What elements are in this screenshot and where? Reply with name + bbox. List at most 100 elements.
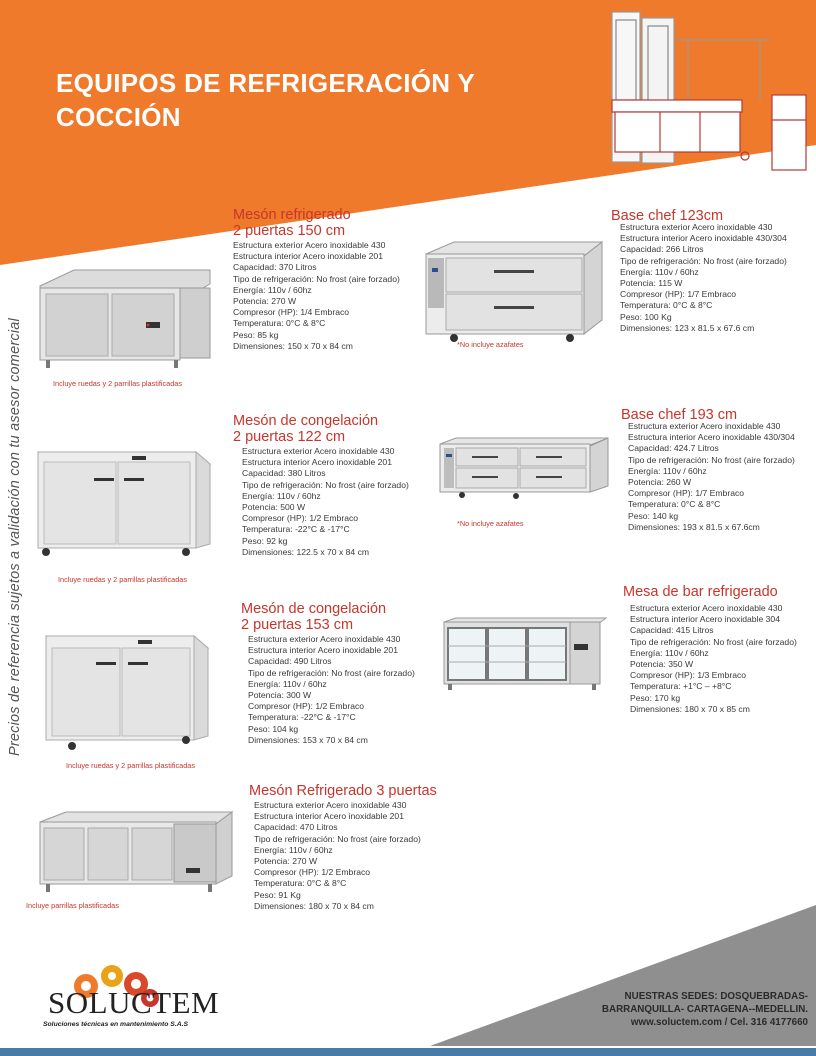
note-meson-congelacion-153: Incluye ruedas y 2 parrillas plastificad… (66, 761, 195, 770)
spec-line: Compresor (HP): 1/4 Embraco (233, 307, 350, 318)
product-mesa-bar-refrigerado: Mesa de bar refrigerado Estructura exter… (623, 584, 797, 715)
spec-line: Estructura exterior Acero inoxidable 430 (630, 603, 783, 613)
product-subtitle: 2 puertas 150 cm (233, 223, 346, 239)
spec-line: Peso: 91 Kg (254, 889, 301, 900)
spec-line: Temperatura: 0°C & 8°C (628, 499, 721, 510)
spec-line: Tipo de refrigeración: No frost (aire fo… (628, 454, 795, 465)
spec-line: Capacidad: 380 Litros (242, 468, 326, 479)
spec-line: Temperatura: -22°C & -17°C (242, 524, 350, 535)
spec-line: Estructura interior Acero inoxidable 304 (630, 614, 780, 625)
spec-line: Dimensiones: 193 x 81.5 x 67.6cm (628, 521, 760, 532)
spec-line: Energía: 110v / 60hz (248, 678, 327, 689)
gears-logo-icon (74, 965, 159, 1007)
product-title: Base chef 193 cm (621, 407, 738, 423)
product-specs: Estructura exterior Acero inoxidable 430… (628, 421, 795, 533)
spec-line: Compresor (HP): 1/7 Embraco (628, 488, 745, 499)
spec-line: Energía: 110v / 60hz (620, 266, 699, 277)
meson-congelacion-153-image (44, 634, 210, 750)
spec-line: Potencia: 300 W (248, 690, 312, 701)
product-specs: Estructura exterior Acero inoxidable 430… (233, 240, 400, 352)
spec-line: Potencia: 350 W (630, 659, 694, 670)
spec-line: Potencia: 260 W (628, 477, 692, 488)
spec-line: Energía: 110v / 60hz (628, 465, 707, 476)
product-title: Mesón de congelación (241, 601, 387, 617)
spec-line: Capacidad: 266 Litros (620, 244, 704, 255)
spec-line: Capacidad: 424.7 Litros (628, 443, 719, 454)
spec-line: Capacidad: 370 Litros (233, 262, 317, 273)
company-logo-name: SOLUCTEM (48, 985, 220, 1020)
meson-refrigerado-3-puertas-image (39, 811, 234, 892)
title-line-1: EQUIPOS DE REFRIGERACIÓN Y (56, 68, 476, 98)
spec-line: Dimensiones: 180 x 70 x 85 cm (630, 703, 750, 714)
spec-line: Energía: 110v / 60hz (242, 490, 321, 501)
spec-line: Capacidad: 415 Litros (630, 625, 714, 636)
spec-line: Tipo de refrigeración: No frost (aire fo… (620, 255, 787, 266)
spec-line: Peso: 100 Kg (620, 311, 672, 322)
spec-line: Estructura interior Acero inoxidable 430… (620, 233, 787, 244)
product-subtitle: 2 puertas 153 cm (241, 617, 354, 633)
spec-line: Dimensiones: 153 x 70 x 84 cm (248, 734, 368, 745)
note-base-chef-123: *No incluye azafates (457, 340, 524, 349)
product-meson-congelacion-153: Mesón de congelación 2 puertas 153 cm Es… (241, 601, 415, 746)
spec-line: Estructura interior Acero inoxidable 201 (242, 457, 392, 468)
spec-line: Compresor (HP): 1/3 Embraco (630, 670, 747, 681)
product-specs: Estructura exterior Acero inoxidable 430… (254, 800, 437, 912)
spec-line: Energía: 110v / 60hz (630, 647, 709, 658)
note-meson-refrigerado-150: Incluye ruedas y 2 parrillas plastificad… (53, 379, 182, 388)
spec-line: Energía: 110v / 60hz (233, 284, 312, 295)
spec-line: Dimensiones: 180 x 70 x 84 cm (254, 900, 374, 911)
spec-line: Capacidad: 470 Litros (254, 822, 338, 833)
product-base-chef-193: Base chef 193 cm Estructura exterior Ace… (621, 407, 795, 533)
contact-line-3: www.soluctem.com / Cel. 316 4177660 (630, 1017, 808, 1028)
product-title: Mesón refrigerado (233, 207, 351, 223)
base-chef-193-image (439, 437, 609, 499)
spec-line: Compresor (HP): 1/7 Embraco (620, 289, 737, 300)
spec-line: Tipo de refrigeración: No frost (aire fo… (233, 273, 400, 284)
product-specs: Estructura exterior Acero inoxidable 430… (630, 603, 797, 715)
spec-line: Potencia: 500 W (242, 502, 306, 513)
spec-line: Dimensiones: 150 x 70 x 84 cm (233, 340, 353, 351)
title-line-2: COCCIÓN (56, 102, 181, 132)
product-subtitle: 2 puertas 122 cm (233, 429, 346, 445)
spec-line: Compresor (HP): 1/2 Embraco (242, 513, 359, 524)
spec-line: Tipo de refrigeración: No frost (aire fo… (248, 667, 415, 678)
contact-line-1: NUESTRAS SEDES: DOSQUEBRADAS- (624, 991, 808, 1002)
product-meson-congelacion-122: Mesón de congelación 2 puertas 122 cm Es… (233, 413, 409, 558)
spec-line: Estructura interior Acero inoxidable 201 (254, 811, 404, 822)
note-meson-refrigerado-3p: Incluye parrillas plastificadas (26, 901, 119, 910)
note-meson-congelacion-122: Incluye ruedas y 2 parrillas plastificad… (58, 575, 187, 584)
spec-line: Potencia: 115 W (620, 278, 683, 289)
mesa-bar-refrigerado-image (443, 617, 608, 690)
bottom-accent-bar (0, 1048, 816, 1056)
spec-line: Energía: 110v / 60hz (254, 844, 333, 855)
page-title: EQUIPOS DE REFRIGERACIÓN Y COCCIÓN (56, 66, 475, 134)
spec-line: Estructura interior Acero inoxidable 201 (248, 645, 398, 656)
spec-line: Potencia: 270 W (233, 296, 297, 307)
spec-line: Temperatura: 0°C & 8°C (620, 300, 713, 311)
product-title: Base chef 123cm (611, 208, 724, 224)
spec-line: Temperatura: -22°C & -17°C (248, 712, 356, 723)
product-meson-refrigerado-150: Mesón refrigerado 2 puertas 150 cm Estru… (233, 207, 400, 352)
kitchen-illustration (611, 11, 807, 171)
spec-line: Temperatura: 0°C & 8°C (254, 878, 347, 889)
product-specs: Estructura exterior Acero inoxidable 430… (242, 446, 409, 558)
spec-line: Temperatura: +1°C – +8°C (630, 681, 732, 692)
company-logo-tagline: Soluciones técnicas en mantenimiento S.A… (43, 1021, 189, 1028)
spec-line: Dimensiones: 122.5 x 70 x 84 cm (242, 546, 370, 557)
spec-line: Capacidad: 490 Litros (248, 656, 332, 667)
spec-line: Temperatura: 0°C & 8°C (233, 318, 326, 329)
side-disclaimer: Precios de referencia sujetos a validaci… (7, 318, 23, 756)
contact-info: NUESTRAS SEDES: DOSQUEBRADAS- BARRANQUIL… (602, 990, 808, 1029)
product-specs: Estructura exterior Acero inoxidable 430… (248, 634, 415, 746)
spec-line: Estructura exterior Acero inoxidable 430 (242, 446, 395, 456)
spec-line: Tipo de refrigeración: No frost (aire fo… (242, 479, 409, 490)
product-meson-refrigerado-3-puertas: Mesón Refrigerado 3 puertas Estructura e… (249, 783, 437, 912)
spec-line: Estructura exterior Acero inoxidable 430 (233, 240, 386, 250)
contact-line-2: BARRANQUILLA- CARTAGENA--MEDELLIN. (601, 1004, 808, 1015)
spec-line: Potencia: 270 W (254, 856, 318, 867)
gray-footer-wedge (430, 905, 816, 1046)
spec-line: Compresor (HP): 1/2 Embraco (254, 867, 371, 878)
spec-line: Estructura exterior Acero inoxidable 430 (620, 222, 773, 232)
spec-line: Tipo de refrigeración: No frost (aire fo… (630, 636, 797, 647)
